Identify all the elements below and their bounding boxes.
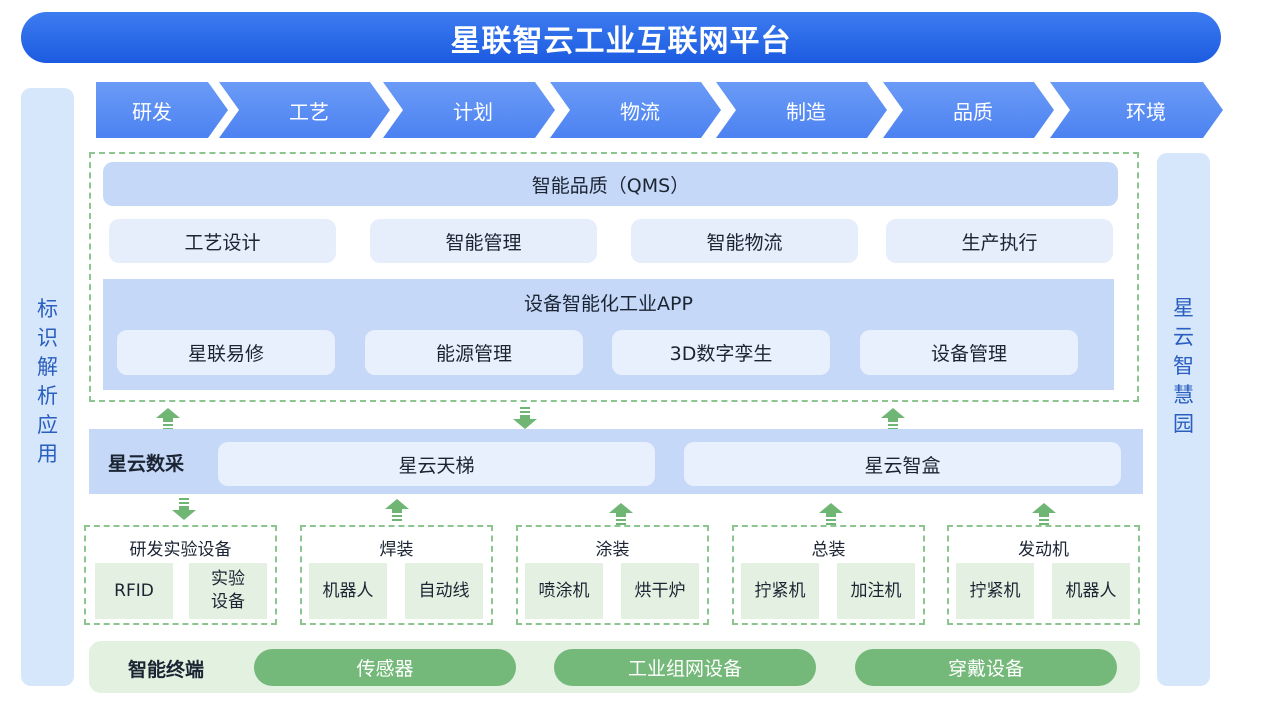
- process-step-environment: 环境: [1126, 99, 1166, 124]
- process-step-manufacture: 制造: [786, 99, 826, 124]
- device-group-assembly: [732, 525, 925, 625]
- chevron-shape: [1050, 82, 1223, 138]
- process-step-quality: 品质: [953, 99, 993, 124]
- device-item: 拧紧机: [956, 563, 1034, 619]
- device-item: 机器人: [1052, 563, 1130, 619]
- left-label-char: 解: [37, 355, 58, 379]
- chevron-shape: [883, 82, 1054, 138]
- left-label-char: 用: [37, 442, 58, 466]
- process-chevrons: [96, 82, 1223, 138]
- application-layer: [89, 152, 1139, 402]
- process-step-logistics: 物流: [620, 99, 660, 124]
- arrow-up-icon: [156, 408, 180, 430]
- device-group-title: 研发实验设备: [129, 540, 232, 560]
- device-item: 机器人: [309, 563, 387, 619]
- chevron-shape: [219, 82, 390, 138]
- app-digital-twin: 3D数字孪生: [612, 330, 830, 375]
- device-group-title: 涂装: [595, 540, 630, 560]
- right-label-char: 智: [1173, 354, 1194, 378]
- left-label-char: 识: [37, 326, 58, 350]
- device-item: RFID: [95, 563, 173, 619]
- arrow-down-icon: [172, 498, 196, 520]
- device-group-title: 焊装: [379, 540, 414, 560]
- right-label-char: 星: [1173, 296, 1194, 320]
- module-smart-logistics: 智能物流: [631, 219, 858, 263]
- identifier-resolution-panel: 标 识 解 析 应 用: [21, 88, 74, 686]
- process-step-plan: 计划: [453, 99, 493, 124]
- left-label-char: 应: [37, 413, 58, 437]
- device-group-rnd: [84, 525, 277, 625]
- app-device-management: 设备管理: [860, 330, 1078, 375]
- device-item: 烘干炉: [621, 563, 699, 619]
- smart-terminal-label: 智能终端: [128, 659, 205, 681]
- arrow-up-icon: [1032, 503, 1056, 525]
- process-step-craft: 工艺: [289, 99, 329, 124]
- platform-title: 星联智云工业互联网平台: [21, 12, 1221, 63]
- module-production-execution: 生产执行: [886, 219, 1113, 263]
- device-item: 加注机: [837, 563, 915, 619]
- arrow-up-icon: [609, 503, 633, 525]
- device-item: 拧紧机: [741, 563, 819, 619]
- arrow-up-icon: [385, 499, 409, 521]
- module-process-design: 工艺设计: [109, 219, 336, 263]
- chevron-shape: [716, 82, 887, 138]
- xingyun-smart-box: 星云智盒: [684, 442, 1121, 486]
- chevron-shape: [550, 82, 721, 138]
- device-group-title: 总装: [811, 540, 846, 560]
- device-group-painting: [516, 525, 709, 625]
- arrow-down-icon: [513, 407, 537, 429]
- right-label-char: 云: [1173, 325, 1194, 349]
- left-label-char: 析: [37, 384, 58, 408]
- app-xinglian-repair: 星联易修: [117, 330, 335, 375]
- equipment-app-title: 设备智能化工业APP: [524, 292, 693, 315]
- xingyun-ladder: 星云天梯: [218, 442, 655, 486]
- device-item: 自动线: [405, 563, 483, 619]
- left-label-char: 标: [37, 297, 58, 321]
- device-group-engine: [947, 525, 1140, 625]
- chevron-shape: [96, 82, 228, 138]
- smart-park-panel: 星 云 智 慧 园: [1157, 153, 1210, 686]
- chevron-shape: [383, 82, 555, 138]
- data-collection-label: 星云数采: [108, 453, 185, 475]
- qms-bar: 智能品质（QMS）: [103, 162, 1118, 206]
- device-item: 喷涂机: [525, 563, 603, 619]
- terminal-sensor: 传感器: [254, 649, 516, 686]
- terminal-network-device: 工业组网设备: [554, 649, 816, 686]
- module-smart-management: 智能管理: [370, 219, 597, 263]
- device-group-title: 发动机: [1018, 540, 1069, 560]
- app-energy-management: 能源管理: [365, 330, 583, 375]
- device-item: 实验 设备: [189, 563, 267, 619]
- terminal-wearable: 穿戴设备: [855, 649, 1117, 686]
- arrow-up-icon: [881, 408, 905, 430]
- right-label-char: 园: [1173, 412, 1194, 436]
- process-step-rnd: 研发: [132, 99, 172, 124]
- right-label-char: 慧: [1173, 383, 1194, 407]
- device-group-welding: [300, 525, 493, 625]
- arrow-up-icon: [819, 503, 843, 525]
